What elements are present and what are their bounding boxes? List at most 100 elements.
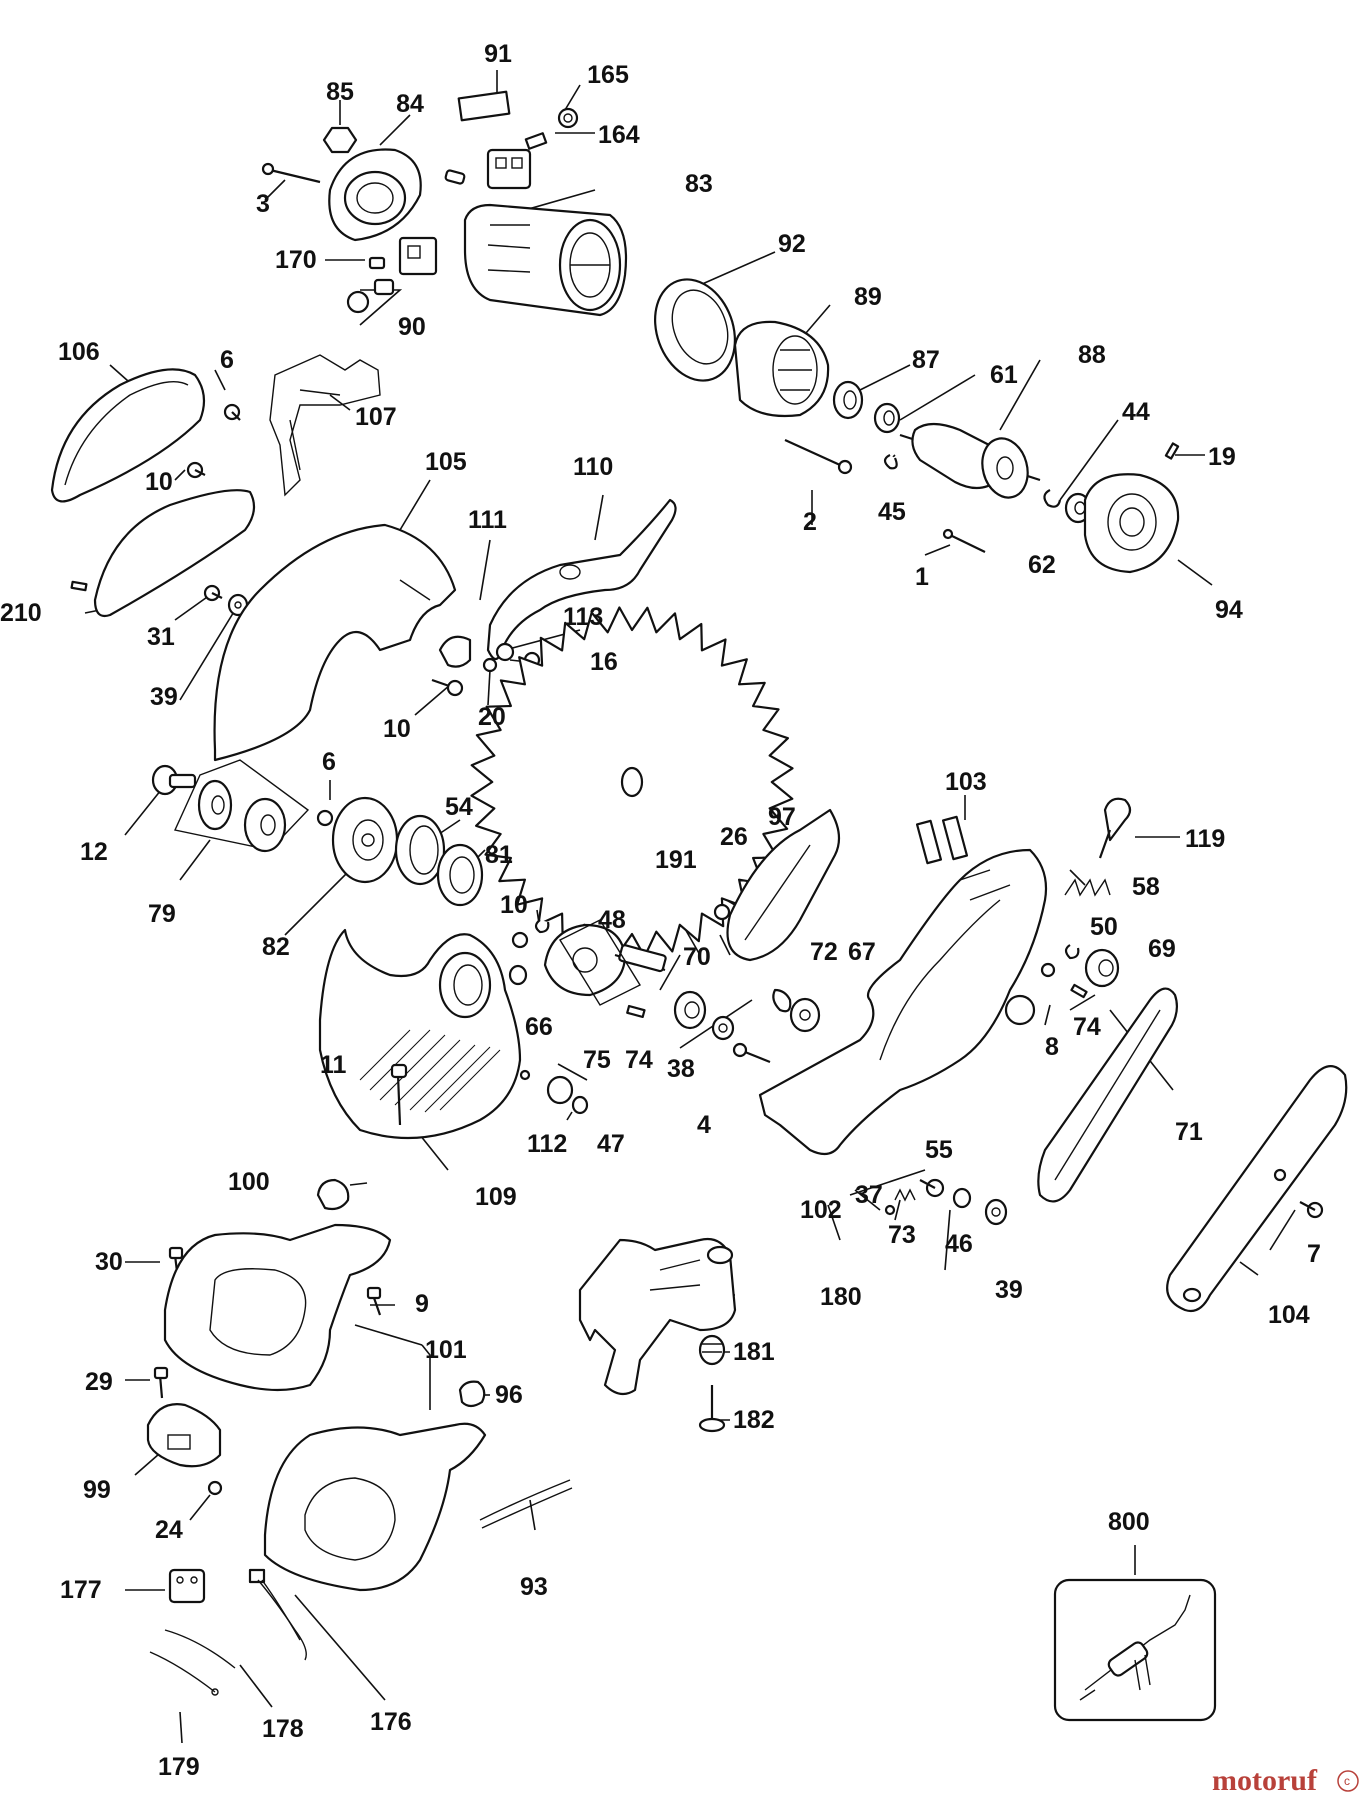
callout-87[interactable]: 87 [912, 346, 940, 374]
part-91-label-plate[interactable] [457, 90, 511, 122]
callout-107[interactable]: 107 [355, 403, 397, 431]
part-100-cap[interactable] [316, 1178, 350, 1211]
callout-55[interactable]: 55 [925, 1136, 953, 1164]
part-79-flange-b[interactable] [243, 797, 287, 853]
callout-20[interactable]: 20 [478, 703, 506, 731]
part-179-wire[interactable] [149, 1651, 219, 1696]
part-93-cord[interactable] [479, 1479, 573, 1529]
part-81-bearing[interactable] [436, 843, 484, 907]
part-guard-shield-lower[interactable] [93, 489, 256, 618]
callout-106[interactable]: 106 [58, 338, 100, 366]
part-11-screw[interactable] [390, 1063, 408, 1126]
callout-19[interactable]: 19 [1208, 443, 1236, 471]
part-67-washer[interactable] [789, 997, 821, 1033]
callout-210[interactable]: 210 [0, 599, 42, 627]
part-55-spring[interactable] [894, 1188, 916, 1202]
callout-164[interactable]: 164 [598, 121, 640, 149]
callout-73[interactable]: 73 [888, 1221, 916, 1249]
callout-72[interactable]: 72 [810, 938, 838, 966]
callout-101[interactable]: 101 [425, 1336, 467, 1364]
callout-181[interactable]: 181 [733, 1338, 775, 1366]
callout-800[interactable]: 800 [1108, 1508, 1150, 1536]
callout-79[interactable]: 79 [148, 900, 176, 928]
callout-71[interactable]: 71 [1175, 1118, 1203, 1146]
part-73-screw[interactable] [919, 1178, 945, 1198]
callout-182[interactable]: 182 [733, 1406, 775, 1434]
callout-81[interactable]: 81 [485, 841, 513, 869]
part-84-end-bracket[interactable] [328, 148, 422, 242]
part-113-washer[interactable] [495, 642, 515, 662]
part-96-cap[interactable] [458, 1380, 486, 1408]
part-106-guard-cover[interactable] [50, 368, 206, 503]
part-saw-blade[interactable] [470, 606, 794, 958]
part-45-clip[interactable] [883, 454, 898, 470]
callout-48[interactable]: 48 [598, 906, 626, 934]
part-10-screw-b[interactable] [431, 678, 464, 697]
callout-11[interactable]: 11 [320, 1051, 347, 1079]
callout-6b[interactable]: 6 [322, 748, 336, 776]
part-101-base[interactable] [263, 1422, 487, 1592]
part-50-clip[interactable] [1064, 944, 1080, 960]
part-61-bearing[interactable] [873, 402, 901, 434]
part-70-bushing[interactable] [673, 990, 707, 1030]
callout-75[interactable]: 75 [583, 1046, 611, 1074]
callout-10[interactable]: 10 [145, 468, 173, 496]
part-6-screw[interactable] [223, 403, 241, 421]
callout-31[interactable]: 31 [147, 623, 175, 651]
part-48-clip[interactable] [534, 919, 550, 934]
callout-74[interactable]: 74 [625, 1046, 653, 1074]
callout-30[interactable]: 30 [95, 1248, 123, 1276]
part-6-screw-b[interactable] [316, 809, 334, 827]
callout-119[interactable]: 119 [1185, 825, 1225, 853]
callout-54[interactable]: 54 [445, 793, 473, 821]
part-38-washer[interactable] [711, 1015, 735, 1041]
part-88-armature[interactable] [899, 422, 1041, 503]
callout-44[interactable]: 44 [1122, 398, 1150, 426]
part-47-washer[interactable] [571, 1095, 589, 1115]
callout-89[interactable]: 89 [854, 283, 882, 311]
callout-180[interactable]: 180 [820, 1283, 862, 1311]
part-20-screw[interactable] [482, 657, 498, 673]
part-46-washer[interactable] [952, 1187, 972, 1209]
callout-179[interactable]: 179 [158, 1753, 200, 1781]
callout-69[interactable]: 69 [1148, 935, 1176, 963]
callout-12[interactable]: 12 [80, 838, 108, 866]
callout-29[interactable]: 29 [85, 1368, 113, 1396]
callout-6[interactable]: 6 [220, 346, 234, 374]
callout-113[interactable]: 113 [563, 603, 603, 631]
part-105-upper-blade-guard[interactable] [213, 523, 457, 762]
callout-70[interactable]: 70 [683, 943, 711, 971]
part-103-keys[interactable] [915, 815, 969, 865]
part-210-pin[interactable] [70, 580, 88, 592]
callout-88[interactable]: 88 [1078, 341, 1106, 369]
part-10-screw[interactable] [186, 461, 206, 479]
callout-85[interactable]: 85 [326, 78, 354, 106]
callout-96[interactable]: 96 [495, 1381, 523, 1409]
part-44-circlip[interactable] [1043, 489, 1062, 508]
part-7-screw[interactable] [1299, 1201, 1324, 1219]
part-99-switch[interactable] [146, 1403, 222, 1468]
part-29-screw[interactable] [153, 1366, 169, 1399]
part-24-screw[interactable] [207, 1480, 223, 1496]
callout-91[interactable]: 91 [484, 40, 512, 68]
part-37-washer[interactable] [884, 1204, 896, 1216]
part-9-screw[interactable] [366, 1286, 382, 1316]
callout-62[interactable]: 62 [1028, 551, 1056, 579]
callout-110[interactable]: 110 [573, 453, 613, 481]
part-164-brush[interactable] [524, 132, 548, 150]
part-170-connector[interactable] [368, 236, 438, 276]
part-178-wire[interactable] [164, 1629, 236, 1669]
part-8-screw[interactable] [1040, 962, 1056, 978]
part-92-bearing-ring[interactable] [642, 268, 749, 392]
part-181-spring-nut[interactable] [698, 1334, 726, 1366]
callout-191[interactable]: 191 [655, 846, 697, 874]
part-4-screw[interactable] [732, 1042, 771, 1064]
callout-3[interactable]: 3 [256, 190, 270, 218]
callout-58[interactable]: 58 [1132, 873, 1160, 901]
callout-46[interactable]: 46 [945, 1230, 973, 1258]
callout-84[interactable]: 84 [396, 90, 424, 118]
callout-97[interactable]: 97 [768, 803, 796, 831]
callout-37[interactable]: 37 [855, 1181, 883, 1209]
callout-67[interactable]: 67 [848, 938, 876, 966]
callout-103[interactable]: 103 [945, 768, 987, 796]
